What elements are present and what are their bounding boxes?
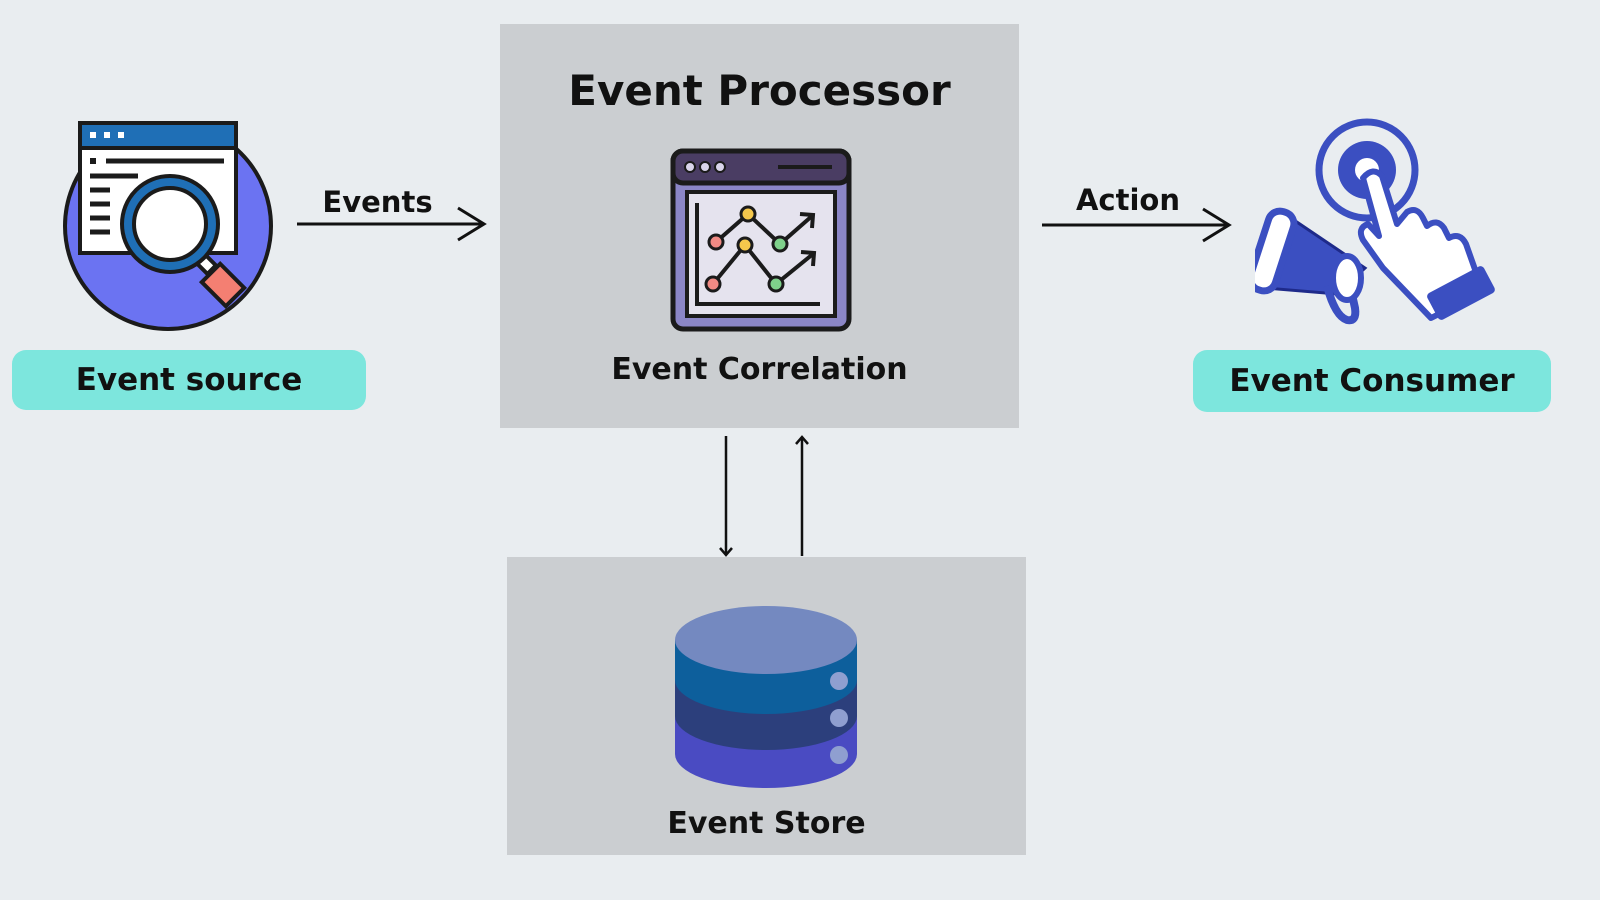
event-source-label: Event source <box>12 350 366 410</box>
event-correlation-icon <box>670 148 852 332</box>
event-store-label: Event Store <box>667 806 866 841</box>
database-icon <box>673 604 859 790</box>
event-processor-title: Event Processor <box>568 66 951 115</box>
store-to-processor-arrow <box>792 434 812 558</box>
event-source-icon <box>60 118 280 333</box>
event-consumer-icon <box>1255 118 1505 333</box>
events-edge-label: Events <box>322 185 433 219</box>
event-correlation-caption: Event Correlation <box>611 352 908 387</box>
processor-to-store-arrow <box>716 434 736 558</box>
action-edge-label: Action <box>1075 183 1180 217</box>
events-arrow <box>295 206 490 242</box>
event-consumer-label: Event Consumer <box>1193 350 1551 412</box>
action-arrow <box>1040 207 1235 243</box>
